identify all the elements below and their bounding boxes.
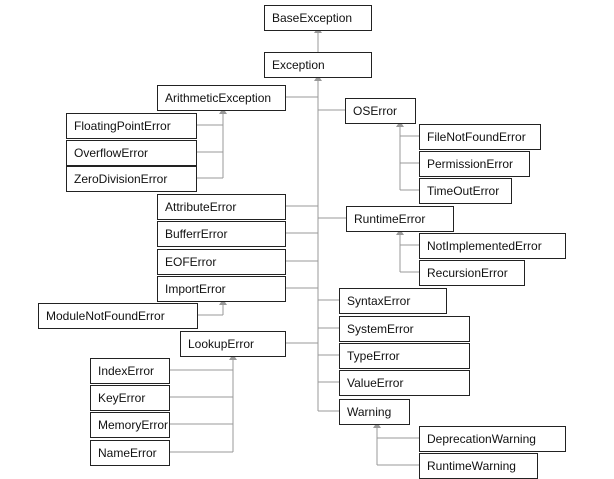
node-attribute-error: AttributeError: [157, 194, 286, 220]
node-overflow-error: OverflowError: [66, 140, 197, 166]
node-runtime-error: RuntimeError: [346, 206, 454, 232]
node-type-error: TypeError: [339, 343, 470, 369]
node-arithmetic-exception: ArithmeticException: [157, 85, 286, 111]
node-memory-error: MemoryError: [90, 412, 170, 438]
node-zero-division-error: ZeroDivisionError: [66, 166, 197, 192]
node-permission-error: PermissionError: [419, 151, 530, 177]
node-floating-point-error: FloatingPointError: [66, 113, 197, 139]
node-lookup-error: LookupError: [180, 331, 286, 357]
node-time-out-error: TimeOutError: [419, 178, 512, 204]
node-name-error: NameError: [90, 440, 170, 466]
node-os-error: OSError: [345, 98, 416, 124]
node-module-not-found-error: ModuleNotFoundError: [38, 303, 198, 329]
node-syntax-error: SyntaxError: [339, 288, 447, 314]
node-runtime-warning: RuntimeWarning: [419, 453, 538, 479]
node-recursion-error: RecursionError: [419, 260, 525, 286]
node-system-error: SystemError: [339, 316, 470, 342]
node-value-error: ValueError: [339, 370, 470, 396]
node-eof-error: EOFError: [157, 249, 286, 275]
node-base-exception: BaseException: [264, 5, 372, 31]
node-index-error: IndexError: [90, 358, 170, 384]
node-key-error: KeyError: [90, 385, 170, 411]
node-bufferr-error: BufferrError: [157, 221, 286, 247]
node-file-not-found-error: FileNotFoundError: [419, 124, 541, 150]
node-import-error: ImportError: [157, 276, 286, 302]
node-warning: Warning: [339, 399, 410, 425]
node-exception: Exception: [264, 52, 372, 78]
node-deprecation-warning: DeprecationWarning: [419, 426, 566, 452]
node-not-implemented-error: NotImplementedError: [419, 233, 566, 259]
